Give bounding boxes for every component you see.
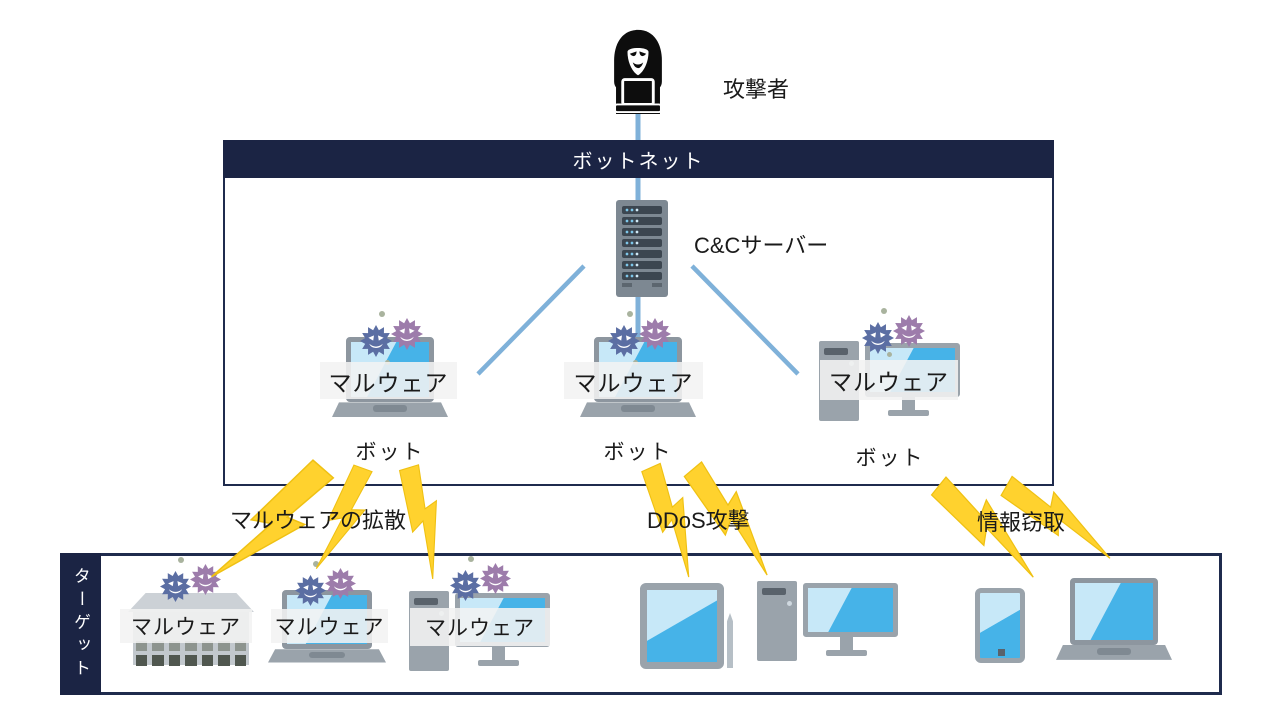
lightning-bolt-icon [930, 476, 1034, 578]
botnet-title: ボットネット [572, 150, 705, 173]
cc-server-icon [616, 200, 668, 297]
bot1-label: ボット [355, 441, 425, 464]
lightning-bolt-icon [211, 459, 335, 578]
malware-badge: マルウェア [320, 362, 457, 399]
lightning-bolt-icon [315, 464, 373, 569]
target-label: ターゲット [71, 566, 90, 682]
botnet-header: ボットネット [223, 140, 1054, 178]
server-to-bot1-line [476, 264, 586, 376]
malware-badge: マルウェア [271, 609, 388, 643]
target-desktop-icon [756, 580, 898, 664]
target-sidebar: ターゲット [60, 553, 101, 695]
stylus-icon [727, 613, 733, 668]
attack-label-malware-spread: マルウェアの拡散 [230, 508, 407, 533]
lightning-bolt-icon [398, 464, 438, 580]
attack-label-info-theft: 情報窃取 [977, 510, 1066, 535]
attacker-label: 攻撃者 [723, 77, 790, 102]
bot3-label: ボット [855, 447, 925, 470]
bot2-label: ボット [603, 441, 673, 464]
lightning-bolt-icon [641, 462, 690, 578]
malware-badge: マルウェア [820, 360, 958, 400]
attack-label-ddos: DDoS攻撃 [647, 508, 750, 533]
lightning-bolt-icon [1000, 475, 1111, 559]
target-tablet-icon [640, 583, 724, 669]
lightning-bolt-icon [683, 461, 768, 576]
cc-server-label: C&Cサーバー [694, 233, 829, 258]
target-laptop-icon [1056, 578, 1172, 666]
malware-badge: マルウェア [410, 608, 550, 646]
target-smartphone-icon [975, 588, 1025, 663]
hacker-icon [614, 29, 662, 114]
malware-badge: マルウェア [120, 609, 252, 643]
server-to-bot3-line [690, 264, 800, 376]
malware-badge: マルウェア [564, 362, 703, 399]
